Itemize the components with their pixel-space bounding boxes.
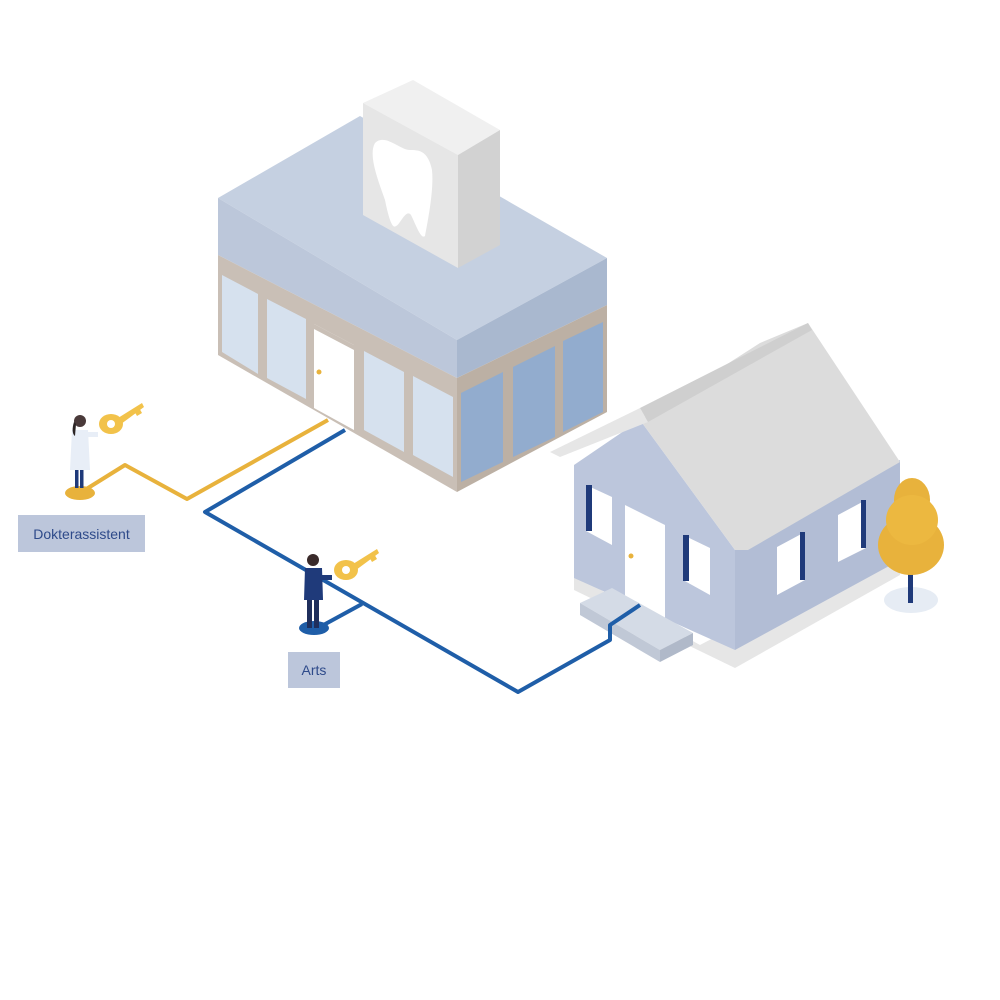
doctor-access-path	[203, 428, 642, 694]
assistant-access-path	[78, 418, 329, 501]
doctor-figure	[299, 554, 332, 635]
house	[550, 323, 900, 668]
tooth-icon	[372, 139, 433, 237]
key-icon	[334, 549, 379, 580]
key-icon	[99, 403, 144, 434]
tree	[878, 478, 944, 613]
tooth-sign	[363, 80, 500, 268]
assistant-role-label: Dokterassistent	[18, 515, 145, 552]
dental-clinic-building	[218, 116, 607, 492]
assistant-figure	[65, 415, 98, 500]
doctor-role-label: Arts	[288, 652, 340, 688]
